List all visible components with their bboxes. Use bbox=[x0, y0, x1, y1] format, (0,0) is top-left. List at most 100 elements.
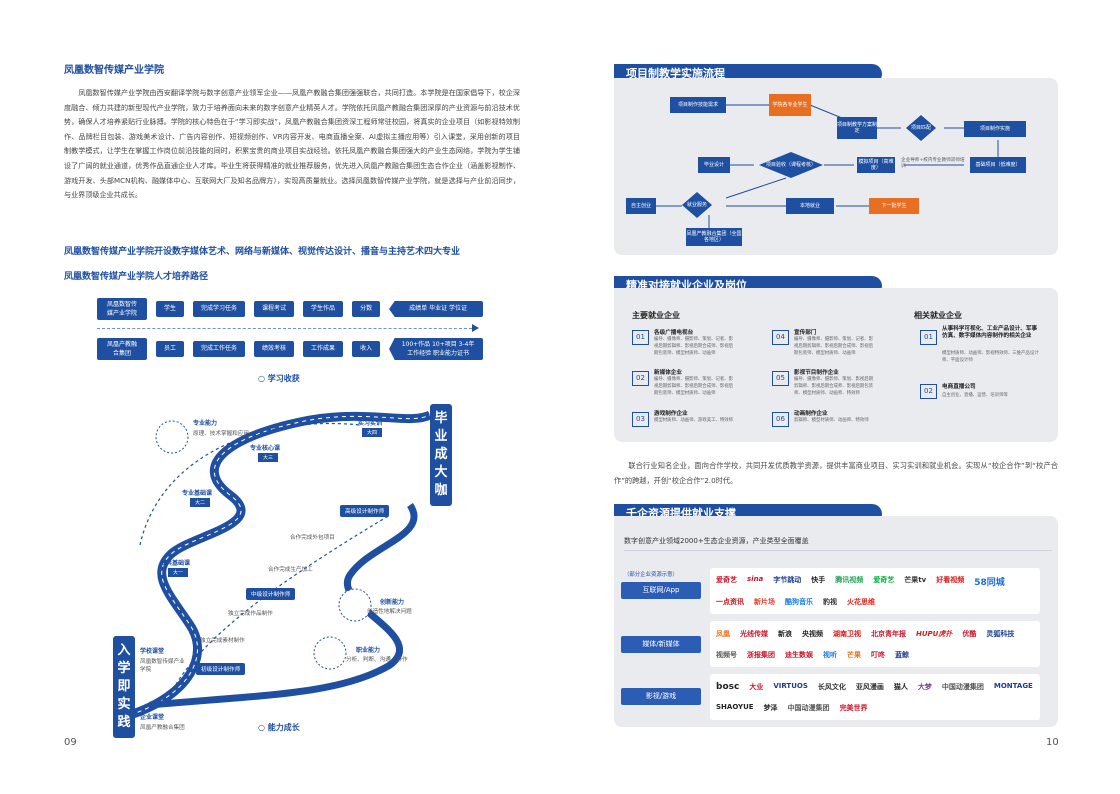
company-logo: sina bbox=[747, 574, 764, 583]
company-logo: 光线传媒 bbox=[740, 629, 768, 638]
company-logo: 梦泽 bbox=[763, 703, 778, 712]
company-logo: 大梦 bbox=[917, 682, 932, 691]
cooperation-text: 联合行业知名企业，面向合作学校，共同开发优质教学资源，提供丰富商业项目、实习实训… bbox=[614, 461, 1058, 485]
job-title: 影视节目制作企业 bbox=[794, 370, 839, 376]
learning-label: 学习收获 bbox=[258, 373, 300, 384]
practice-year: 大四 bbox=[362, 428, 383, 437]
flow-students: 学院各专业学生 bbox=[769, 94, 811, 116]
company-logo: 火花思维 bbox=[847, 598, 875, 607]
company-logo: 字节跳动 bbox=[773, 575, 802, 584]
flow-simulated: 模拟项目（高难度） bbox=[857, 157, 895, 173]
rel-job-desc: 自主创业、直播、运营、培训师等 bbox=[942, 393, 1008, 398]
company-logo: 新浪 bbox=[778, 629, 792, 638]
college-intro: 凤凰数智传媒产业学院由西安翻译学院与数字创意产业领军企业——凤凰产教融合集团强强… bbox=[64, 88, 520, 200]
rel-job-title: 从事科学可视化、工业产品设计、军事仿真、数字媒体内容制作的相关企业 bbox=[942, 326, 1038, 339]
flow-thesis: 毕业设计 bbox=[698, 157, 730, 173]
resource-divider bbox=[624, 550, 1052, 551]
career-label: 职业能力 bbox=[356, 647, 381, 654]
job-desc: 编导、摄像师、摄影师、策划、记者、影视后期剪辑师、影视后期合成师、影视后期包装师… bbox=[654, 337, 734, 356]
company-logo: 新片场 bbox=[754, 598, 775, 607]
company-logo: 完美世界 bbox=[839, 703, 868, 712]
career-icon bbox=[313, 636, 347, 670]
company-logo: 视频号 bbox=[716, 650, 737, 659]
job-title: 新媒体企业 bbox=[654, 370, 682, 376]
company-logo: 猫人 bbox=[893, 682, 908, 691]
rel-job-title: 电商直播公司 bbox=[942, 384, 976, 390]
growth-label: 能力成长 bbox=[258, 722, 300, 733]
core-year: 大三 bbox=[258, 453, 279, 462]
college-title: 凤凰数智传媒产业学院 bbox=[64, 65, 164, 76]
track-step: 员工 bbox=[156, 341, 185, 357]
job-desc: 模型材质师、动画师、游戏美工、特效师 bbox=[654, 418, 734, 423]
high-designer: 高级设计制作师 bbox=[340, 505, 390, 517]
innovation-label: 创新能力 bbox=[380, 599, 405, 606]
company-logo: VIRTUOS bbox=[773, 681, 808, 690]
employee-track: 凤凰产教融合集团 员工 完成工作任务 绩效考核 工作成果 收入 100+作品 1… bbox=[97, 338, 492, 360]
base-year: 大二 bbox=[190, 498, 211, 507]
logos-media: 凤凰 光线传媒 新浪 央视频 湖南卫视 北京青年报 HUPU虎扑 优酷 灵狐科技… bbox=[710, 621, 1040, 667]
step-works: 独立完成作品制作 bbox=[228, 611, 273, 617]
step-materials: 独立完成素材制作 bbox=[200, 638, 245, 644]
step-production: 合作完成生产加工 bbox=[268, 567, 313, 573]
flow-arrows bbox=[656, 104, 999, 228]
company-logo: 凤凰 bbox=[716, 629, 730, 638]
job-desc: 编导、摄像师、摄影师、策划、记者、影视后期剪辑师、影视后期合成师、影视后期包装师… bbox=[654, 377, 734, 396]
rel-job-number: 01 bbox=[920, 330, 937, 345]
road-dotted bbox=[139, 422, 361, 546]
job-number: 05 bbox=[772, 371, 789, 386]
company-logo: 酷狗音乐 bbox=[785, 598, 813, 607]
job-desc: 剪辑师、模型材质师、动画师、特效师 bbox=[794, 418, 869, 423]
logos-film-games: bosc 大业 VIRTUOS 长风文化 亚风漫画 猫人 大梦 中国动漫集团 M… bbox=[710, 674, 1040, 720]
flow-implement: 项目制作实施 bbox=[964, 121, 1026, 137]
flow-local: 本地就业 bbox=[786, 198, 834, 214]
company-logo: 迪生数娱 bbox=[785, 650, 813, 659]
rel-job-number: 02 bbox=[920, 384, 937, 399]
category-film-games: 影视/游戏 bbox=[621, 688, 701, 705]
job-number: 04 bbox=[772, 330, 789, 345]
company-logo: 快手 bbox=[811, 575, 826, 584]
related-employers-heading: 相关就业企业 bbox=[914, 311, 962, 320]
track-result: 成绩单 毕业证 学位证 bbox=[389, 301, 484, 317]
flow-plan: 项目制教学方案制定 bbox=[837, 117, 877, 139]
path-heading: 凤凰数智传媒产业学院人才培养路径 bbox=[64, 272, 209, 282]
company-logo: 中国动漫集团 bbox=[787, 703, 830, 712]
company-logo: 大业 bbox=[749, 682, 764, 691]
company-logo: 蓝鲸 bbox=[895, 650, 909, 659]
junior-designer: 初级设计制作师 bbox=[196, 663, 246, 675]
job-title: 动画制作企业 bbox=[794, 411, 828, 417]
company-logo: 叮咚 bbox=[871, 650, 885, 659]
company-logo: 灵狐科技 bbox=[986, 629, 1015, 638]
career-desc: 分析、判断、沟通、协作 bbox=[346, 657, 408, 663]
company-logo: 亚风漫画 bbox=[855, 682, 884, 691]
flow-startup: 自主创业 bbox=[626, 198, 656, 214]
resource-summary: 数字创意产业领域2000+生态企业资源，产业类型全面覆盖 bbox=[624, 537, 809, 545]
flow-panel: 项目制作技能需求 学院各专业学生 项目制教学方案制定 项目匹配 项目制作实施 毕… bbox=[614, 78, 1058, 255]
category-media: 媒体/新媒体 bbox=[621, 636, 701, 653]
innovation-desc: 创造性地解决问题 bbox=[367, 609, 412, 615]
company-logo: 浙报集团 bbox=[747, 650, 775, 659]
company-logo: 湖南卫视 bbox=[833, 629, 861, 638]
job-title: 各级广播电视台 bbox=[654, 330, 694, 336]
school-class-name: 凤凰数智传媒产业学院 bbox=[140, 659, 185, 673]
public-course-label: 公共基础课 bbox=[160, 560, 191, 567]
company-logo: 中国动漫集团 bbox=[941, 682, 984, 691]
page-number-left: 09 bbox=[64, 737, 77, 748]
company-logo: MONTAGE bbox=[993, 681, 1033, 690]
job-title: 游戏制作企业 bbox=[654, 411, 688, 417]
job-title: 宣传部门 bbox=[794, 330, 817, 336]
company-logo: 爱奇艺 bbox=[716, 575, 737, 584]
track-step: 学生 bbox=[156, 301, 185, 317]
road-career bbox=[149, 503, 418, 709]
company-logo: 优酷 bbox=[962, 629, 977, 638]
flow-basic: 基础项目（低难度） bbox=[970, 157, 1026, 173]
innovation-icon bbox=[338, 588, 372, 622]
skill-pro-label: 专业能力 bbox=[193, 420, 218, 427]
jobs-panel: 主要就业企业 相关就业企业 01 各级广播电视台 编导、摄像师、摄影师、策划、记… bbox=[614, 288, 1058, 442]
road-dotted bbox=[169, 514, 391, 696]
flow-skill-demand: 项目制作技能需求 bbox=[670, 97, 726, 113]
job-number: 02 bbox=[632, 371, 649, 386]
graduate-banner: 毕业成大咖 bbox=[430, 404, 452, 506]
track-step: 学生作品 bbox=[303, 301, 344, 317]
majors-heading: 凤凰数智传媒产业学院开设数字媒体艺术、网络与新媒体、视觉传达设计、播音与主持艺术… bbox=[64, 247, 461, 257]
company-logo: 一点资讯 bbox=[716, 598, 744, 607]
